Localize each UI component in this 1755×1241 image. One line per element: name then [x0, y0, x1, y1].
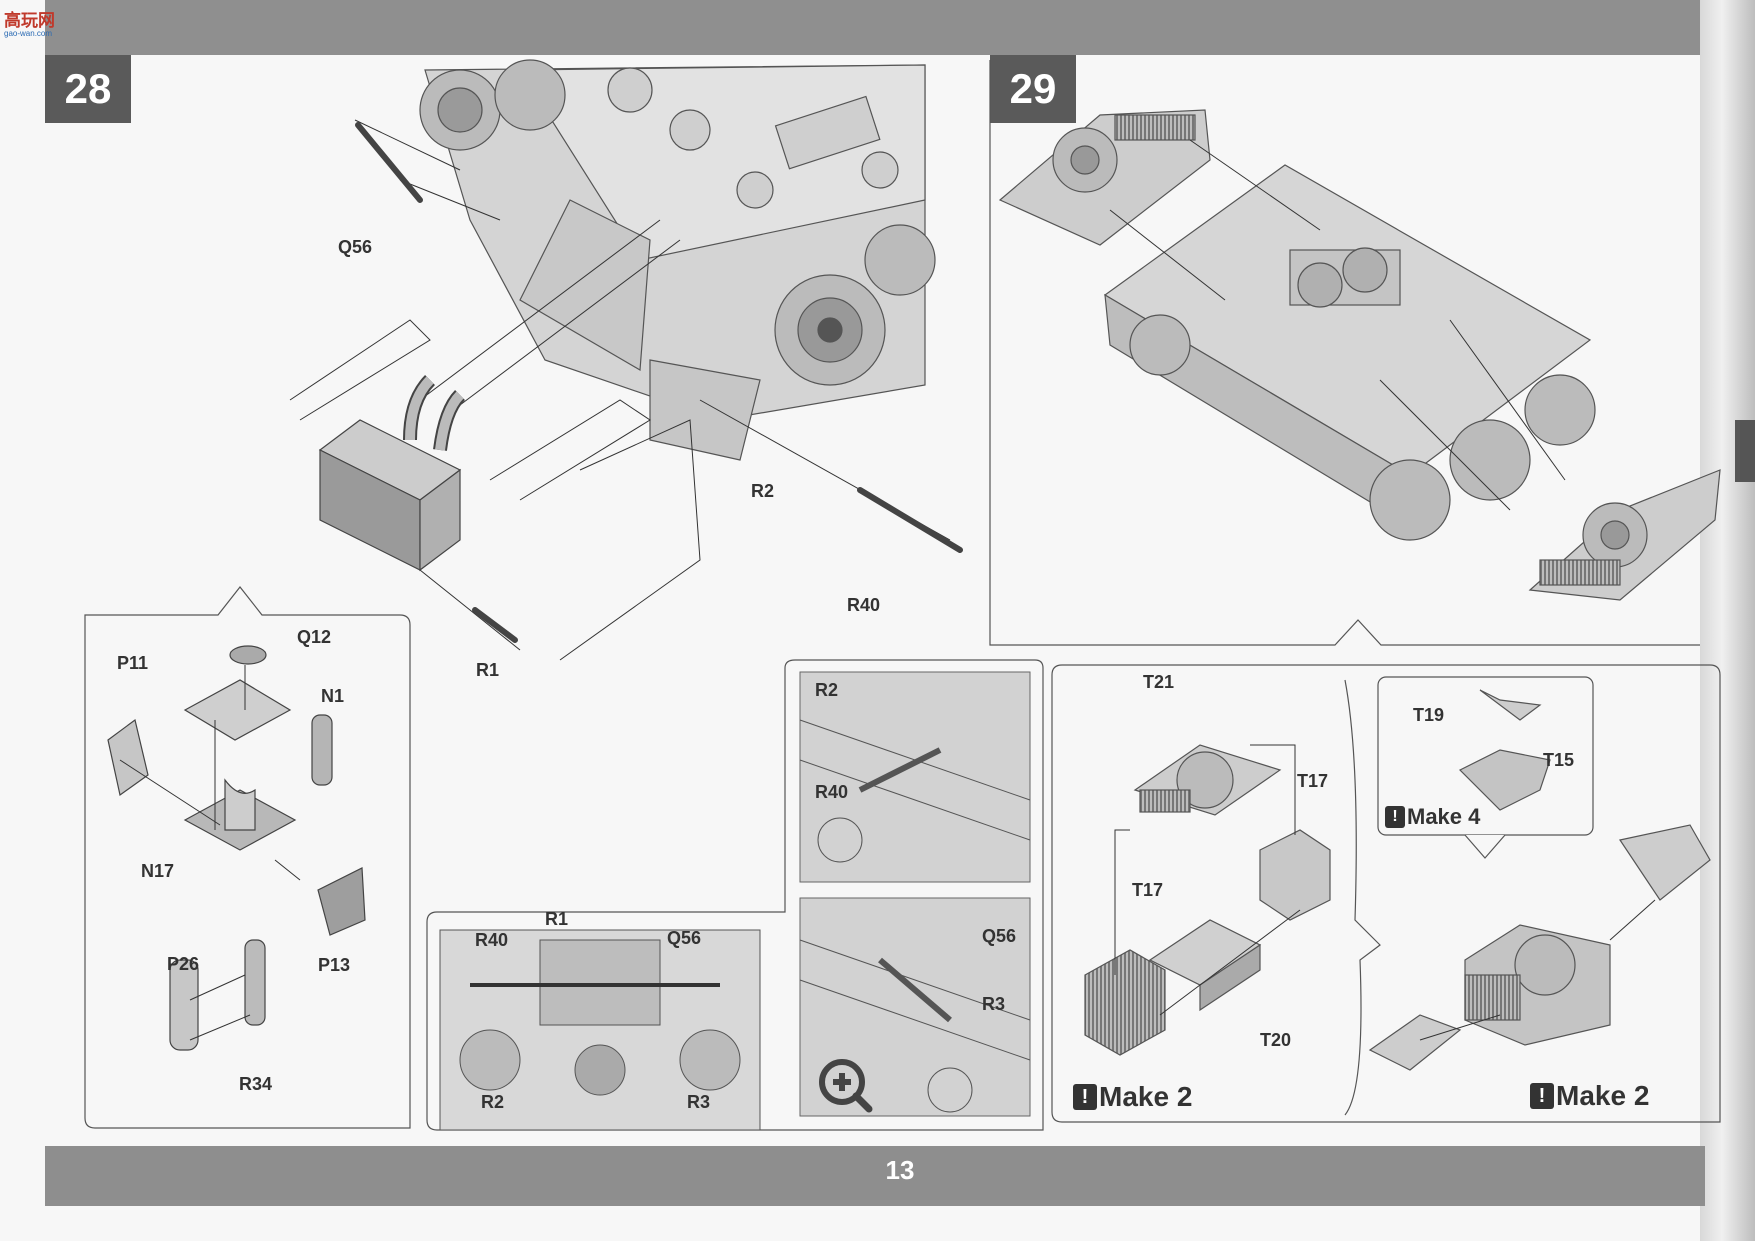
front-view-drawing: [439, 929, 761, 1131]
note-make-4-text: Make 4: [1407, 804, 1481, 829]
label-r40: R40: [847, 595, 881, 615]
front-view-frame: [426, 659, 1044, 1131]
step29-divider: [1344, 679, 1381, 1116]
label-t20: T20: [1260, 1030, 1292, 1050]
label-detail-r3: R3: [982, 994, 1006, 1014]
zoom-in-icon: [819, 1059, 873, 1113]
step-28-number: 28: [45, 55, 131, 123]
step29-fan-housing-bottom: [1528, 469, 1721, 601]
label-detail-q56: Q56: [982, 926, 1017, 946]
label-t21: T21: [1143, 672, 1175, 692]
step29-frame: [989, 60, 1700, 646]
label-detail-r40: R40: [815, 782, 849, 802]
label-p13: P13: [318, 955, 351, 975]
step28-radiator: [318, 375, 466, 572]
step29-chassis: [1103, 164, 1596, 541]
step29-sub-frame: [1051, 664, 1721, 1123]
top-bar: [45, 0, 1705, 55]
bottom-bar: [45, 1146, 1705, 1206]
label-t17-top: T17: [1297, 771, 1329, 791]
label-p11: P11: [117, 653, 149, 673]
step29-sub-parts: [1084, 689, 1711, 1071]
label-front-r2: R2: [481, 1092, 505, 1112]
side-tab: [1735, 420, 1755, 482]
label-t17-left: T17: [1132, 880, 1164, 900]
label-q56: Q56: [338, 237, 373, 257]
step-29-number: 29: [990, 55, 1076, 123]
label-n1: N1: [321, 686, 345, 706]
step29-fan-housing-top: [998, 109, 1211, 246]
label-n17: N17: [141, 861, 175, 881]
logo-subtext: gao-wan.com: [4, 29, 53, 38]
label-front-r3: R3: [687, 1092, 711, 1112]
label-detail-r2: R2: [815, 680, 839, 700]
step28-hull: [419, 59, 936, 461]
label-t15: T15: [1543, 750, 1575, 770]
detail-drawing: [799, 719, 1031, 1113]
label-front-q56: Q56: [667, 928, 702, 948]
attention-icon: !: [1530, 1083, 1554, 1109]
label-front-r1: R1: [545, 909, 569, 929]
label-q12: Q12: [297, 627, 332, 647]
step29-sub-guide-lines: [1114, 744, 1656, 1041]
make4-pointer: [1464, 834, 1506, 859]
label-p26: P26: [167, 954, 200, 974]
note-make-2-right: ! Make 2: [1530, 1080, 1649, 1112]
step28-inset-frame: [84, 586, 411, 1129]
attention-icon: !: [1385, 806, 1405, 828]
label-t19: T19: [1413, 705, 1445, 725]
note-make-2-left: ! Make 2: [1073, 1081, 1192, 1113]
logo-text: 高玩网: [4, 11, 55, 30]
label-r1: R1: [476, 660, 500, 680]
label-front-r40: R40: [475, 930, 509, 950]
step28-inset-parts: [107, 645, 366, 1051]
page-number: 13: [885, 1155, 915, 1185]
note-make-2-left-text: Make 2: [1099, 1081, 1193, 1112]
note-make-2-right-text: Make 2: [1556, 1080, 1650, 1111]
step28-guide-lines: [289, 119, 951, 661]
step29-guide-lines: [1109, 139, 1566, 511]
label-r34: R34: [239, 1074, 273, 1094]
label-r2: R2: [751, 481, 775, 501]
detail-top-image: [799, 671, 1031, 883]
step28-inset-arrows: [119, 665, 301, 1041]
note-make-4: ! Make 4: [1385, 804, 1480, 830]
step28-pipes: [355, 122, 963, 643]
site-logo: 高玩网 gao-wan.com: [4, 6, 70, 38]
attention-icon: !: [1073, 1084, 1097, 1110]
page-binding-edge: [1700, 0, 1755, 1241]
